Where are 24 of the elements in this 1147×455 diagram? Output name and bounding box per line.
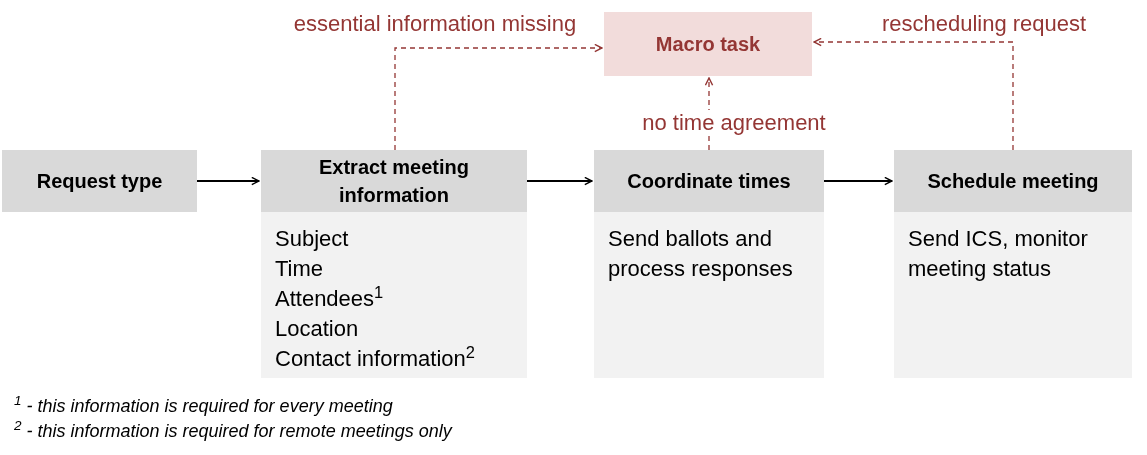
card-header: Extract meeting information: [261, 150, 527, 212]
body-text: Subject: [275, 225, 350, 253]
body-text: Contact information$^{2}$: [275, 344, 476, 373]
process-card: [594, 150, 824, 378]
arrow: [526, 176, 593, 186]
body-text: Send ICS, monitor meeting status: [908, 225, 1089, 283]
process-box: [2, 150, 197, 212]
body-text: Send ballots and process responses: [608, 225, 794, 283]
process-card: [261, 150, 527, 378]
arrow: [394, 43, 603, 151]
process-card: [894, 150, 1132, 378]
body-text: Location: [275, 315, 360, 343]
arrow: [823, 176, 893, 186]
task-box: [604, 12, 812, 76]
card-header: Coordinate times: [594, 150, 824, 212]
card-header: Schedule meeting: [894, 150, 1132, 212]
footnote: $^{2}$ - this information is required for remote meetings only: [14, 419, 452, 443]
arrow: [813, 37, 1014, 151]
footnote: $^{1}$ - this information is required for every meeting: [14, 394, 394, 418]
arrow: [196, 176, 260, 186]
body-text: Attendees$^{1}$: [275, 284, 385, 313]
box-title: Request type: [36, 169, 163, 194]
body-text: Time: [275, 255, 325, 283]
box-title: Macro task: [655, 32, 761, 57]
